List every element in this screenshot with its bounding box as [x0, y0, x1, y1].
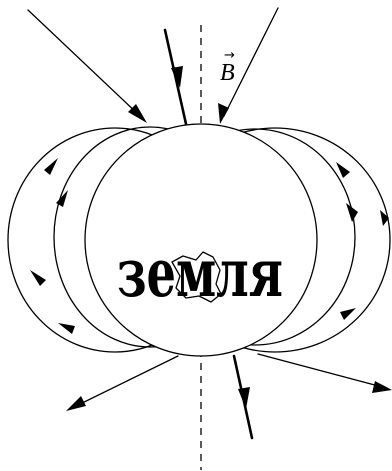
field-line-bottom-right [258, 354, 386, 388]
loop-arrow-right-mid [346, 203, 358, 222]
loop-arrow-right-bottom [340, 308, 356, 320]
loop-arrow-left-lower [30, 270, 46, 286]
field-line-bottom-left [72, 356, 178, 408]
loop-arrow-left-bottom [58, 323, 75, 334]
loop-arrow-right-upper [336, 162, 350, 178]
arrowhead-bottom-right [372, 381, 392, 393]
field-line-top-left [28, 10, 140, 116]
field-label-b: B [220, 60, 235, 86]
loop-arrow-left-upper-1 [44, 158, 58, 175]
loop-arrow-right-lower [380, 210, 389, 226]
earth-label: земля [117, 234, 283, 312]
arrowhead-bottom-left [66, 396, 86, 411]
arrowhead-top-right [218, 103, 229, 124]
